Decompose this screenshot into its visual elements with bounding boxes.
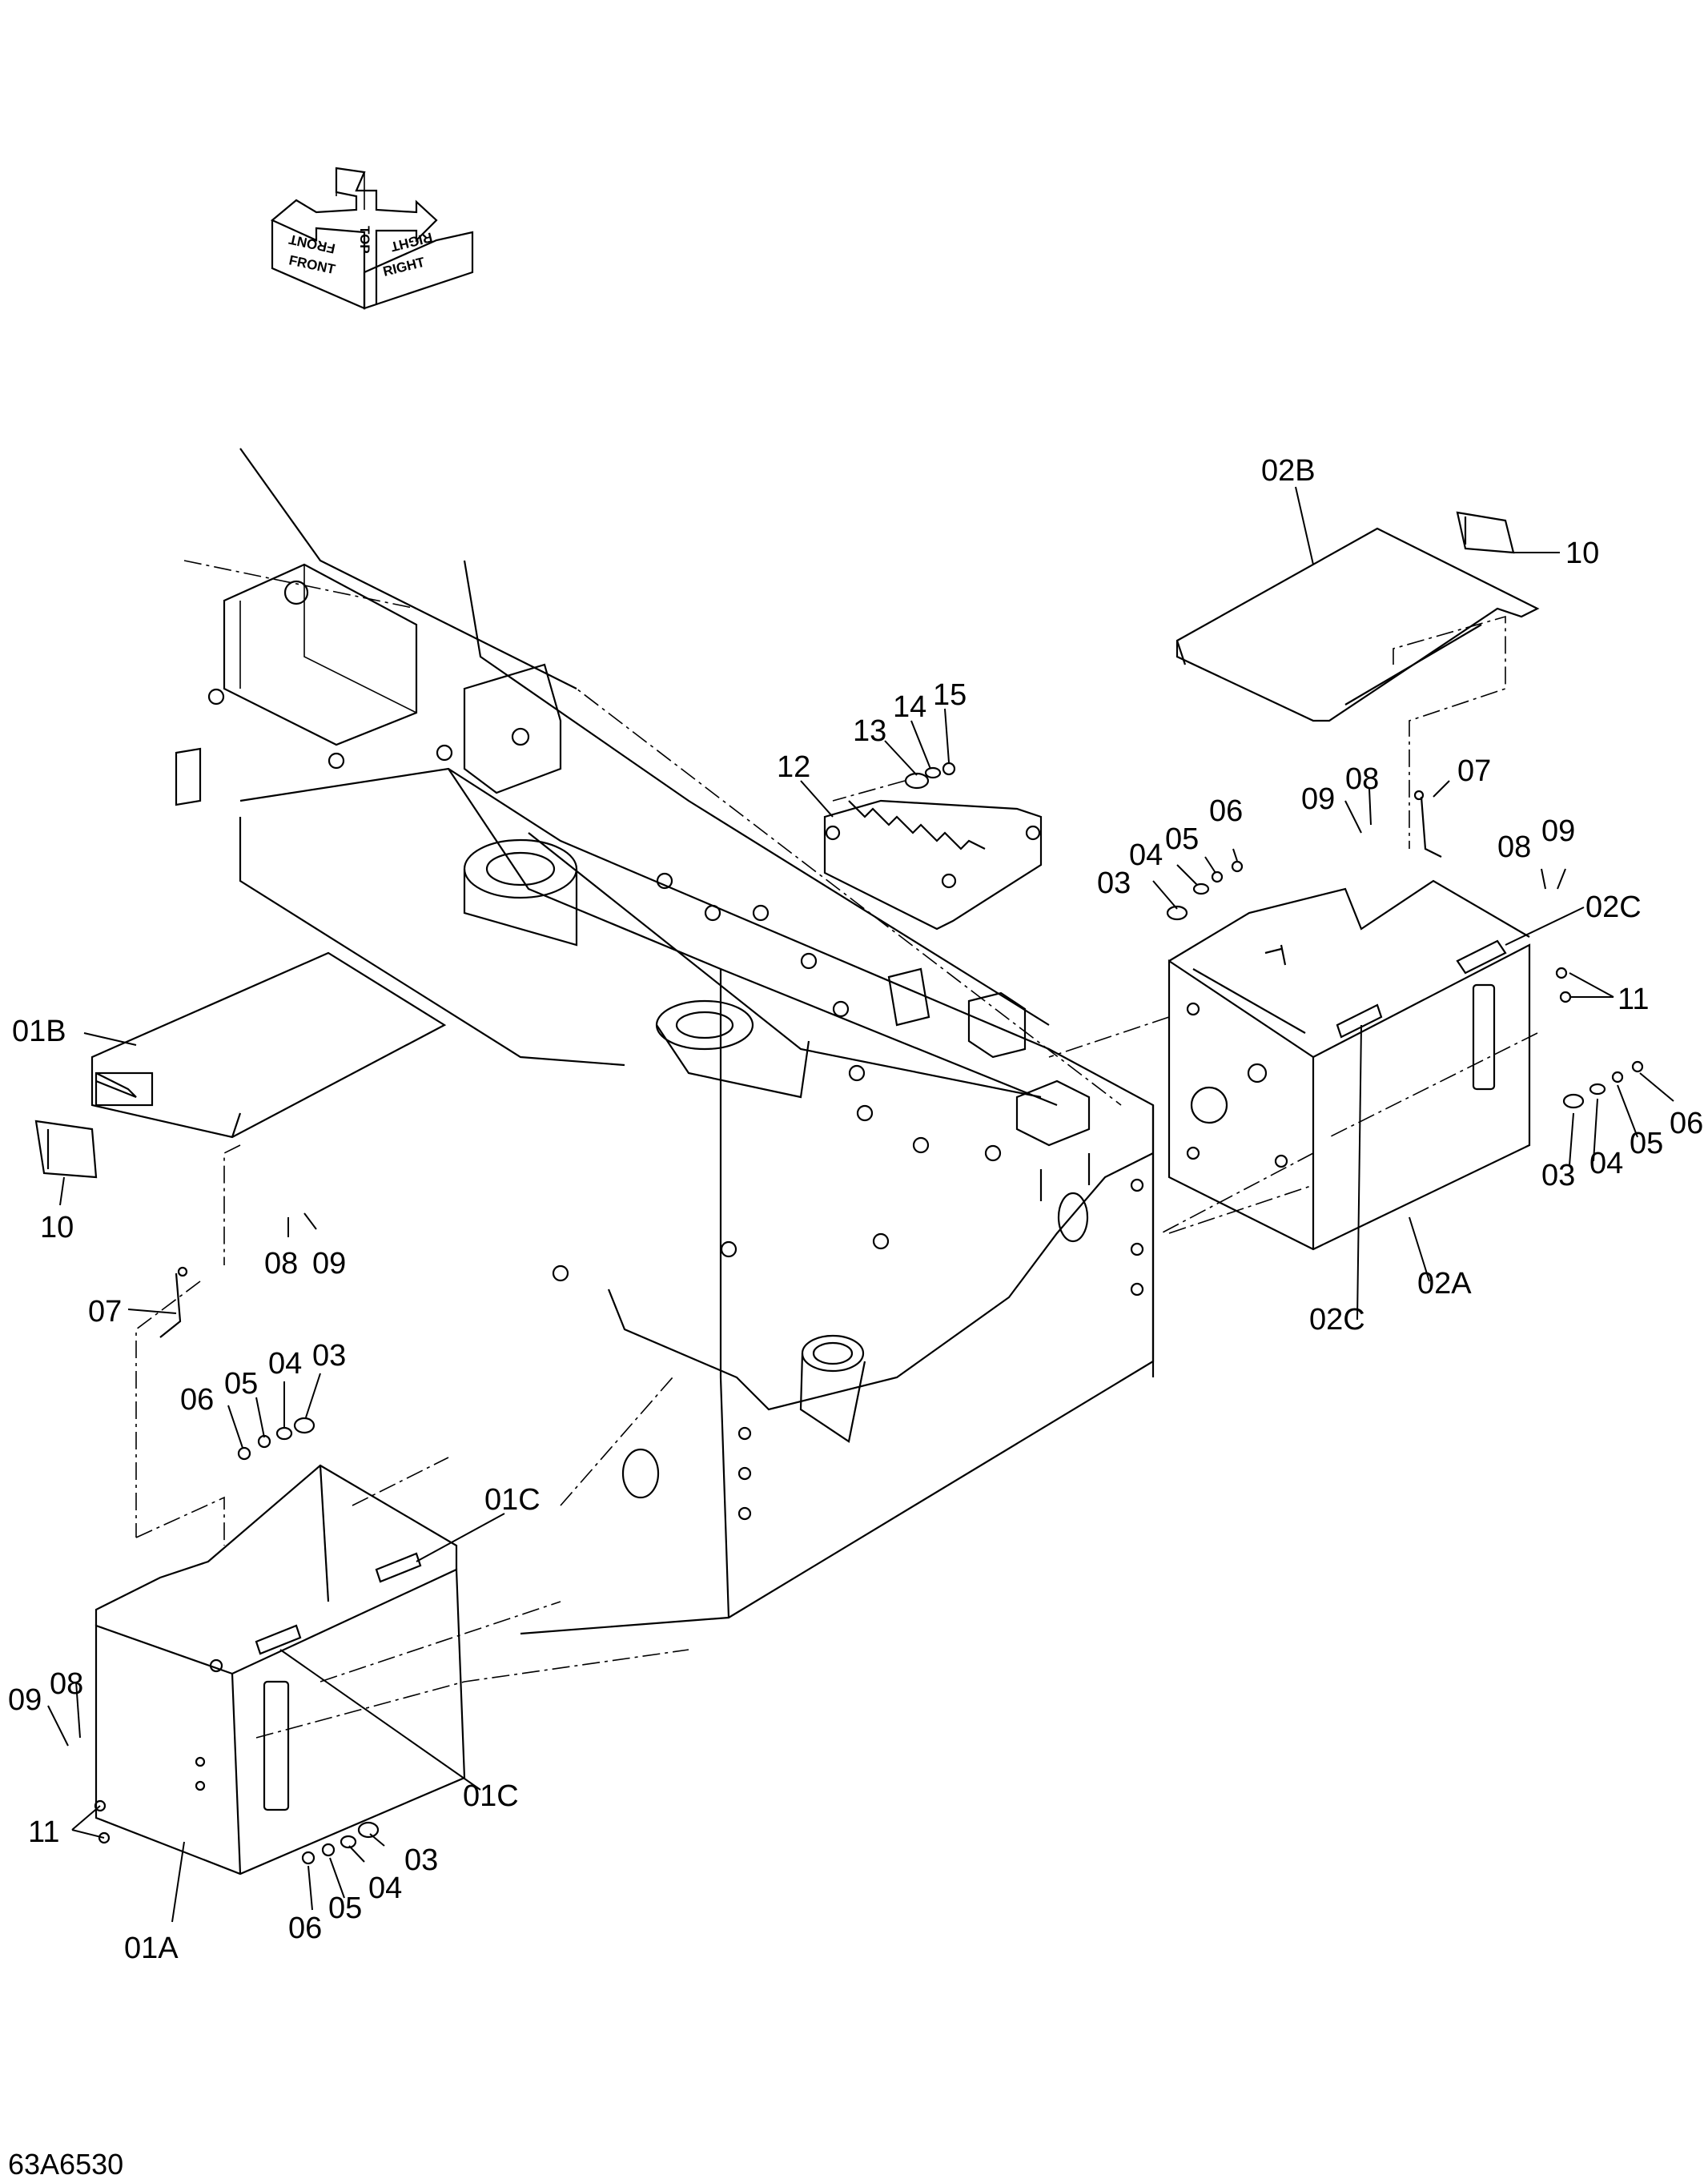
label-10-left: 10	[40, 1211, 74, 1244]
label-01C-top: 01C	[484, 1483, 541, 1517]
label-05-right-2: 05	[1630, 1127, 1663, 1160]
label-11-left: 11	[28, 1815, 59, 1849]
washers-right-2	[1562, 1060, 1644, 1109]
label-13: 13	[853, 714, 886, 748]
washers-left-1	[237, 1417, 315, 1461]
clip-01C-bottom	[255, 1624, 302, 1655]
top-label: TOP	[357, 226, 372, 254]
label-06-right-1: 06	[1209, 794, 1243, 828]
label-01B: 01B	[12, 1015, 66, 1048]
rod-07-left	[159, 1266, 188, 1338]
label-01C-bottom: 01C	[463, 1779, 519, 1813]
right-label: RIGHT	[381, 255, 427, 279]
label-02B: 02B	[1261, 454, 1316, 488]
clip-01C-top	[375, 1552, 422, 1583]
label-07-right: 07	[1457, 754, 1491, 788]
box-01A	[94, 1464, 466, 1875]
handle-10-right	[1456, 511, 1515, 554]
label-05-left-1: 05	[224, 1367, 258, 1401]
label-02C-bottom: 02C	[1309, 1303, 1365, 1337]
label-03-right-2: 03	[1541, 1159, 1575, 1192]
cover-01B	[90, 951, 447, 1139]
step-12	[823, 799, 1043, 931]
label-02A: 02A	[1417, 1267, 1472, 1301]
label-05-right-1: 05	[1165, 822, 1199, 856]
label-06-left-1: 06	[180, 1383, 214, 1417]
washer-13	[904, 772, 930, 790]
handle-10-left	[34, 1120, 98, 1179]
drawing-code: 63A6530	[8, 2148, 123, 2181]
label-09-left-2: 09	[8, 1683, 42, 1717]
label-14: 14	[893, 690, 926, 724]
cover-02B	[1176, 527, 1540, 849]
bolts-11-left	[94, 1799, 111, 1844]
clip-02C-top	[1456, 939, 1507, 975]
label-09-right-2: 09	[1541, 814, 1575, 848]
label-08-right-2: 08	[1497, 830, 1531, 864]
rod-07-right	[1413, 790, 1442, 858]
washers-right-1	[1166, 860, 1244, 921]
label-04-right-2: 04	[1589, 1147, 1623, 1180]
label-04-right-1: 04	[1129, 838, 1163, 872]
washers-left-2	[301, 1821, 380, 1865]
label-01A: 01A	[124, 1932, 179, 1965]
bolts-11-right	[1555, 967, 1572, 1003]
orientation-symbol: FRONT RIGHT TOP FRONT RIGHT	[270, 167, 474, 310]
label-15: 15	[933, 678, 967, 712]
label-09-right-1: 09	[1301, 782, 1335, 816]
callout-labels: 02B 10 13 14 15 12 09 08 07 03 04 05 06 …	[8, 454, 1703, 1965]
label-05-left-2: 05	[328, 1892, 362, 1925]
label-06-right-2: 06	[1670, 1107, 1703, 1140]
label-03-left-1: 03	[312, 1339, 346, 1373]
front-label: FRONT	[287, 252, 337, 277]
label-04-left-1: 04	[268, 1347, 302, 1381]
label-04-left-2: 04	[368, 1871, 402, 1905]
label-03-right-1: 03	[1097, 866, 1131, 900]
upper-frame	[175, 448, 1155, 1635]
frame-bolts	[207, 688, 1144, 1521]
label-08-left-1: 08	[264, 1247, 298, 1280]
label-12: 12	[777, 750, 810, 784]
label-11-right: 11	[1618, 983, 1649, 1016]
label-10-right: 10	[1565, 537, 1599, 570]
leader-lines	[47, 486, 1674, 1923]
clip-02C-bottom	[1336, 1003, 1383, 1039]
label-06-left-2: 06	[288, 1912, 322, 1945]
box-02A	[1167, 879, 1531, 1251]
assembly-lines	[135, 780, 1538, 1739]
label-09-left-1: 09	[312, 1247, 346, 1280]
label-02C-top: 02C	[1585, 890, 1642, 924]
washer-14	[924, 766, 942, 779]
front-label-mirror: FRONT	[287, 231, 336, 256]
label-08-left-2: 08	[50, 1667, 83, 1701]
label-08-right-1: 08	[1345, 762, 1379, 796]
label-07-left: 07	[88, 1295, 122, 1329]
nut-15	[942, 762, 956, 776]
label-03-left-2: 03	[404, 1843, 438, 1877]
